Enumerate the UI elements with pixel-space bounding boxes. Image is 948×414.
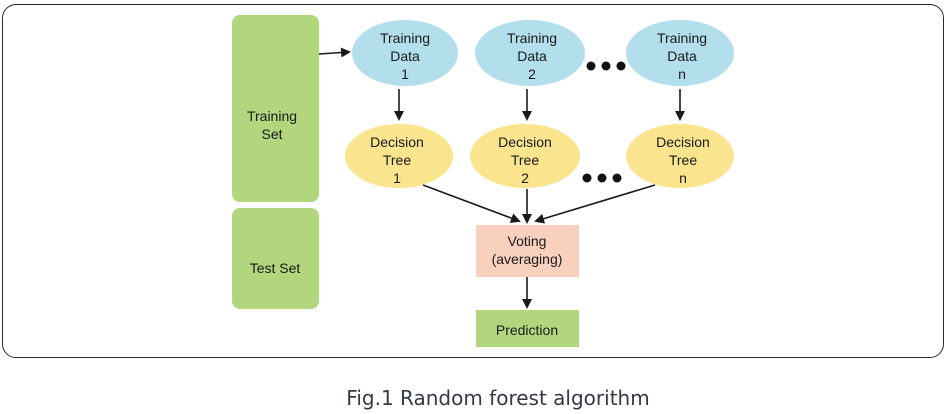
- node-label-line: n: [679, 170, 687, 186]
- node-label-line: Set: [261, 126, 282, 142]
- voting-label: Voting (averaging): [492, 233, 563, 267]
- prediction-box: Prediction: [476, 310, 579, 347]
- test-set-label: Test Set: [250, 260, 301, 276]
- node-label-line: Data: [667, 48, 697, 64]
- node-label-line: Tree: [669, 152, 697, 168]
- node-label-line: (averaging): [492, 251, 563, 267]
- arrows: [318, 47, 685, 309]
- node-label-line: Voting: [508, 233, 547, 249]
- node-label-line: Data: [517, 48, 547, 64]
- node-label-line: Training: [507, 30, 557, 46]
- node-label-line: 2: [528, 66, 536, 82]
- arrow-trainingset-to-data1: [318, 47, 351, 58]
- node-label-line: Training: [380, 30, 430, 46]
- node-label-line: Decision: [656, 134, 710, 150]
- node-label-line: Training: [657, 30, 707, 46]
- arrow-treen-to-voting: [534, 184, 656, 224]
- node-label-line: Training: [247, 108, 297, 124]
- test-set-box: Test Set: [232, 208, 319, 309]
- node-label-line: Decision: [498, 134, 552, 150]
- node-label-line: 1: [401, 66, 409, 82]
- ellipsis-dots-bottom: [582, 173, 622, 183]
- diagram-frame: [2, 4, 944, 358]
- node-label-line: Data: [390, 48, 420, 64]
- ellipsis-dots-top: [586, 61, 626, 71]
- arrow-tree1-to-voting: [422, 184, 521, 223]
- node-label-line: 2: [521, 170, 529, 186]
- figure-caption: Fig.1 Random forest algorithm: [346, 386, 650, 410]
- node-label-line: n: [678, 66, 686, 82]
- node-label-line: Test Set: [250, 260, 301, 276]
- voting-box: Voting (averaging): [476, 225, 579, 277]
- node-label-line: Decision: [370, 134, 424, 150]
- node-label-line: Tree: [511, 152, 539, 168]
- node-label-line: Prediction: [496, 322, 558, 338]
- node-label-line: Tree: [383, 152, 411, 168]
- prediction-label: Prediction: [496, 322, 558, 338]
- node-label-line: 1: [393, 170, 401, 186]
